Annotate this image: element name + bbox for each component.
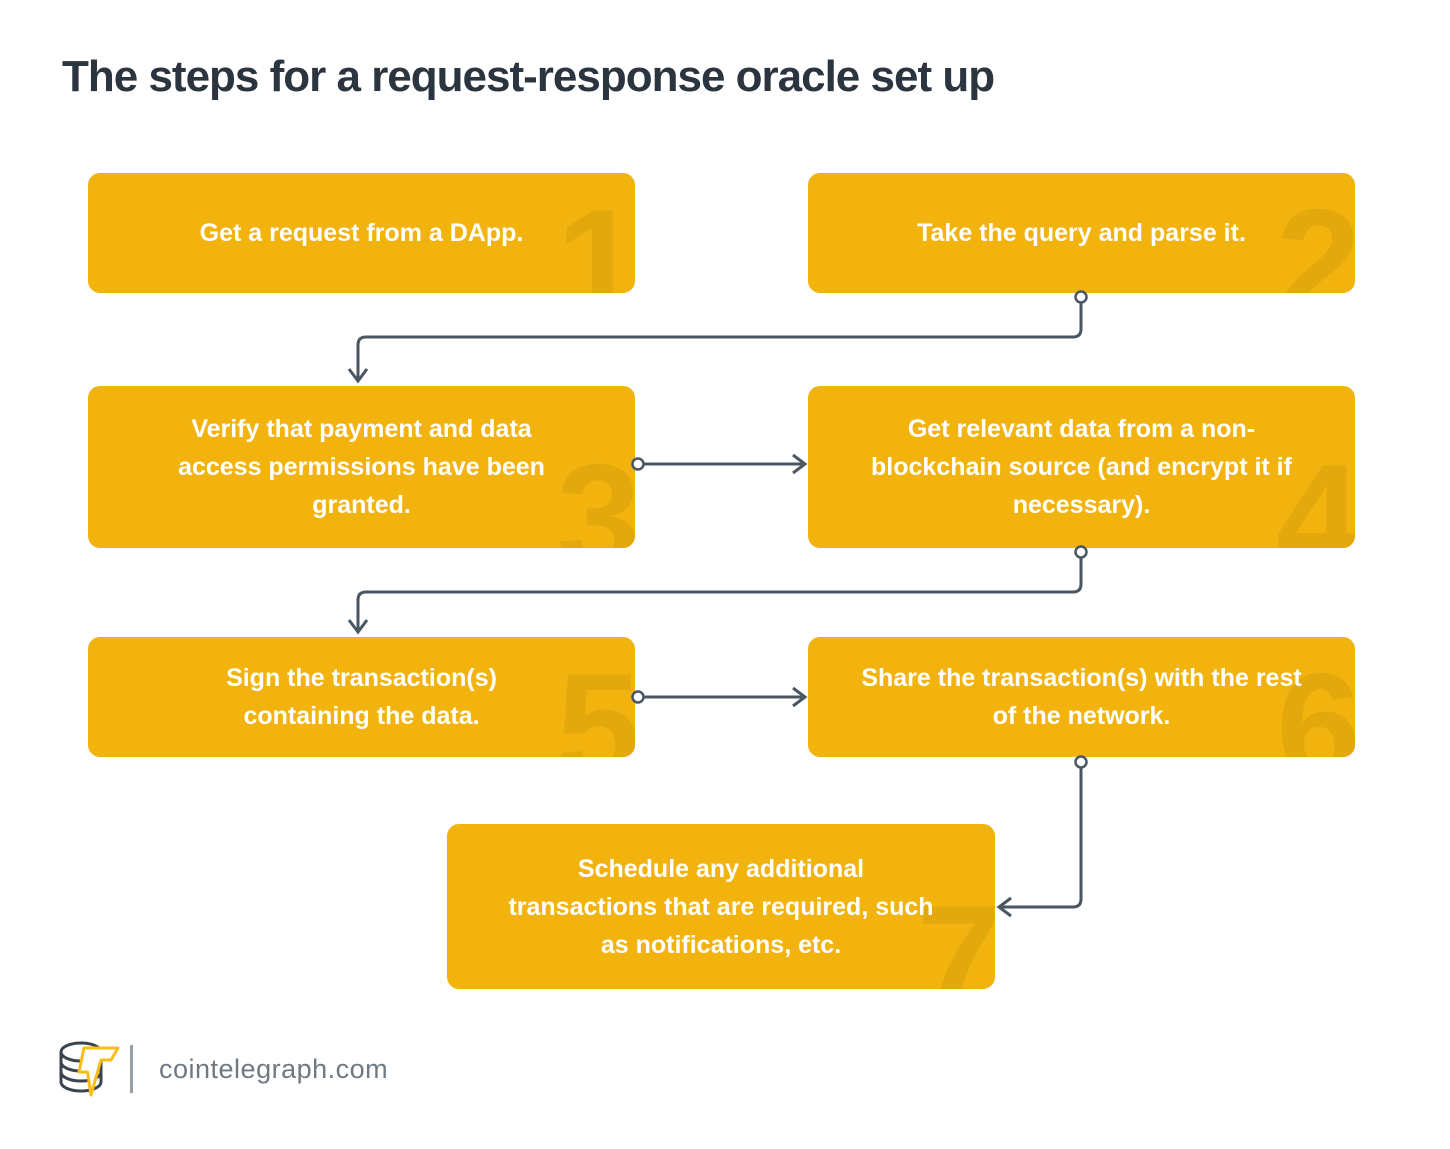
page-title: The steps for a request-response oracle … [62,52,995,101]
step-text: Verify that payment and data access perm… [178,415,545,519]
connector-2-to-3 [347,290,1088,384]
lightning-bolt-icon [77,1046,120,1097]
step-box-4: Get relevant data from a non-blockchain … [808,386,1355,548]
step-box-1: Get a request from a DApp. 1 [88,173,635,293]
footer: cointelegraph.com [56,1037,388,1101]
step-box-3: Verify that payment and data access perm… [88,386,635,548]
step-number-watermark: 2 [1276,178,1355,293]
step-text: Get a request from a DApp. [199,219,524,247]
step-number-watermark: 7 [916,874,995,989]
step-text: Schedule any additional transactions tha… [508,854,934,959]
step-number-watermark: 1 [556,178,635,293]
footer-site-text: cointelegraph.com [159,1053,389,1084]
step-box-7: Schedule any additional transactions tha… [447,824,995,989]
footer-divider [130,1045,133,1093]
step-box-2: Take the query and parse it. 2 [808,173,1355,293]
step-number-watermark: 3 [556,433,635,548]
connector-4-to-5 [347,545,1088,635]
step-text: Get relevant data from a non-blockchain … [871,415,1292,519]
connector-3-to-4 [631,453,808,475]
step-text: Share the transaction(s) with the rest o… [861,664,1302,730]
step-box-5: Sign the transaction(s) containing the d… [88,637,635,757]
step-text: Sign the transaction(s) containing the d… [226,664,497,730]
step-number-watermark: 4 [1276,433,1355,548]
cointelegraph-logo [59,1041,120,1097]
step-number-watermark: 6 [1276,642,1355,757]
connector-5-to-6 [631,686,808,708]
step-text: Take the query and parse it. [917,219,1246,247]
connector-6-to-7 [996,755,1088,918]
step-number-watermark: 5 [556,642,635,757]
step-box-6: Share the transaction(s) with the rest o… [808,637,1355,757]
